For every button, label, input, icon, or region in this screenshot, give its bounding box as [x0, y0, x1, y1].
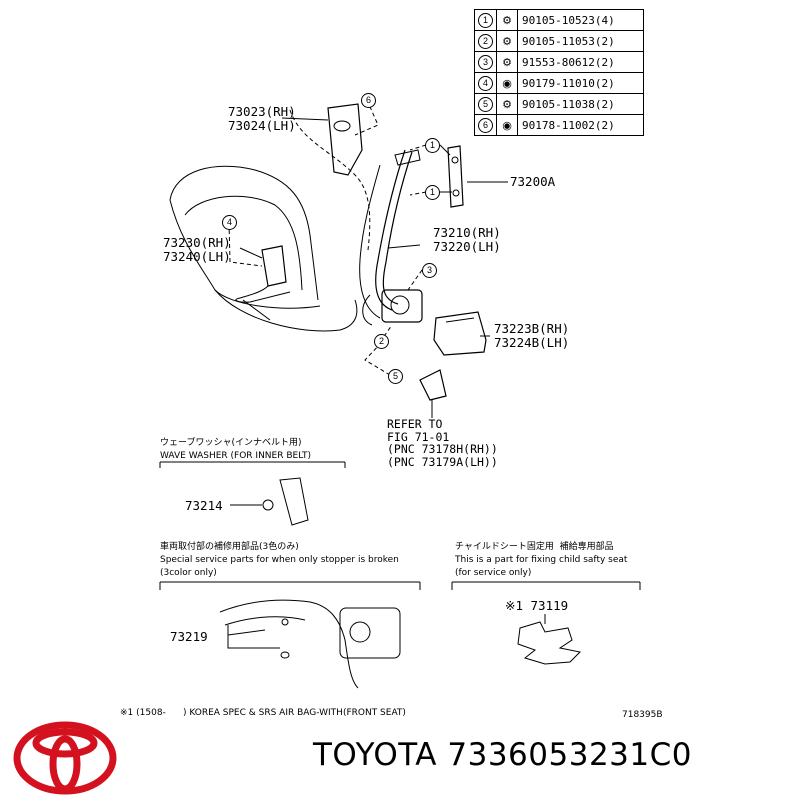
figure-code: 718395B	[622, 710, 663, 720]
note-child-en1: This is a part for fixing child safty se…	[455, 555, 628, 565]
label-stopper-part: 73219	[170, 629, 208, 644]
bolt-icon: ⚙	[502, 56, 512, 69]
callout-3: 3	[422, 263, 437, 278]
part-number-cell: 91553-80612(2)	[517, 51, 644, 73]
seat-back-inner	[184, 195, 303, 291]
label-child-seat-part: ※1 73119	[505, 598, 569, 613]
note-washer-en: WAVE WASHER (FOR INNER BELT)	[160, 451, 311, 461]
seat-cushion-top	[214, 289, 321, 309]
height-adjuster	[447, 145, 464, 208]
callout-2: 2	[374, 334, 389, 349]
row-number: 6	[478, 117, 493, 133]
callout-6: 6	[361, 93, 376, 108]
label-refer: REFER TO FIG 71-01 (PNC 73178H(RH)) (PNC…	[387, 417, 498, 469]
row-number: 1	[478, 12, 493, 28]
label-anchor-cover: 73023(RH) 73024(LH)	[228, 104, 296, 133]
part-number-cell: 90178-11002(2)	[517, 114, 644, 136]
parts-table-row: 3 ⚙ 91553-80612(2)	[474, 51, 644, 73]
parts-table-row: 1 ⚙ 90105-10523(4)	[474, 9, 644, 31]
callout-1a: 1	[425, 138, 440, 153]
note-washer-jp: ウェーブワッシャ(インナベルト用)	[160, 438, 302, 448]
bolt-icon: ⚙	[502, 35, 512, 48]
parts-table-row: 6 ◉ 90178-11002(2)	[474, 114, 644, 136]
row-number: 4	[478, 75, 493, 91]
seat-back-outline	[169, 165, 319, 301]
callout-1b: 1	[425, 185, 440, 200]
toyota-logo-icon	[13, 721, 117, 795]
note-stopper-en1: Special service parts for when only stop…	[160, 555, 399, 565]
retractor	[381, 289, 423, 323]
label-buckle: 73230(RH) 73240(LH)	[163, 235, 231, 264]
buckle	[261, 245, 287, 287]
bolt-icon: ⚙	[502, 98, 512, 111]
callout-4: 4	[222, 215, 237, 230]
belt-webbing	[375, 149, 406, 311]
brand-name: TOYOTA	[313, 737, 438, 773]
nut-icon: ◉	[502, 77, 512, 90]
anchor-cover	[327, 103, 363, 176]
row-number: 2	[478, 33, 493, 49]
callout-5: 5	[388, 369, 403, 384]
wave-washer-detail	[159, 461, 346, 526]
part-number: 7336053231C0	[447, 737, 692, 773]
note-stopper-en2: (3color only)	[160, 568, 217, 578]
note-child-en2: (for service only)	[455, 568, 532, 578]
label-adjuster: 73200A	[510, 174, 556, 189]
bolt-icon: ⚙	[502, 14, 512, 27]
retractor-cover	[433, 311, 487, 356]
part-number-cell: 90105-10523(4)	[517, 9, 644, 31]
label-washer-part: 73214	[185, 498, 223, 513]
child-seat-bracket-detail	[451, 581, 641, 665]
note-child-jp: チャイルドシート固定用 補給専用部品	[455, 542, 614, 552]
seat-cushion-outline	[169, 199, 358, 332]
label-belt-assy: 73210(RH) 73220(LH)	[433, 225, 501, 254]
note-stopper-jp: 車両取付部の補修用部品(3色のみ)	[160, 542, 299, 552]
stopper-detail	[159, 581, 421, 689]
parts-table: 1⚙90105-10523(4)2⚙90105-11053(2)3⚙91553-…	[474, 9, 644, 136]
nut-icon: ◉	[502, 119, 512, 132]
label-retractor-cover: 73223B(RH) 73224B(LH)	[494, 321, 570, 350]
brand-line: TOYOTA 7336053231C0	[313, 737, 692, 773]
footnote: ※1 (1508- ) KOREA SPEC & SRS AIR BAG-WIT…	[120, 708, 406, 718]
row-number: 5	[478, 96, 493, 112]
lower-anchor-guide	[419, 369, 447, 401]
row-number: 3	[478, 54, 493, 70]
